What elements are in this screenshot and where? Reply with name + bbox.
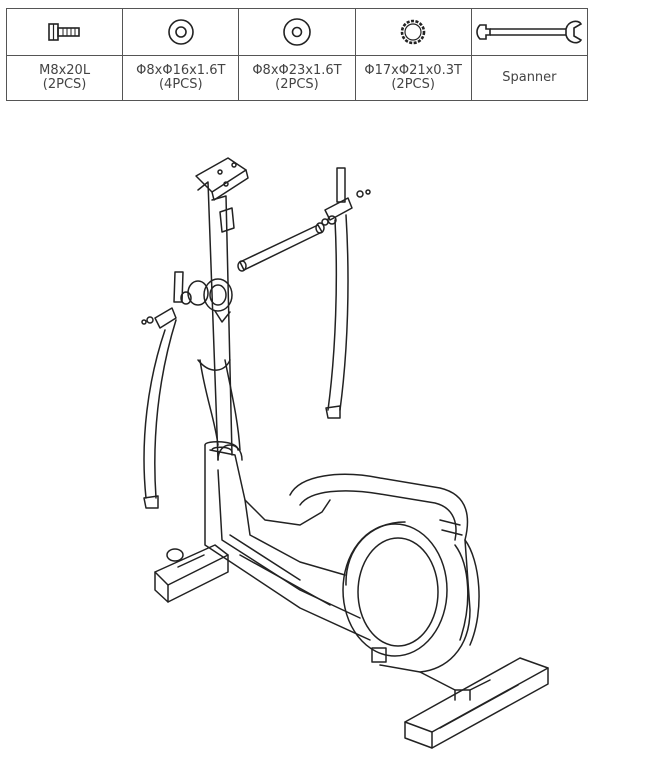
part-cell-bolt xyxy=(5,8,124,56)
flywheel-housing xyxy=(289,473,491,701)
spanner-icon xyxy=(476,20,583,44)
upright-mast xyxy=(197,181,243,461)
large-washer-icon xyxy=(283,18,311,46)
part-quantity: (4PCS) xyxy=(158,77,203,92)
part-cell-large-washer xyxy=(238,8,356,56)
part-cell-wave-washer xyxy=(354,8,472,56)
handlebar-axle xyxy=(180,215,337,323)
part-quantity: (2PCS) xyxy=(42,77,87,92)
right-handlebar xyxy=(324,167,371,419)
part-spec: Spanner xyxy=(502,70,557,85)
bolt-icon xyxy=(47,23,80,41)
part-label-large-washer: Φ8xΦ23x1.6T (2PCS) xyxy=(238,55,356,101)
left-handlebar xyxy=(141,271,184,509)
flat-washer-icon xyxy=(167,19,194,45)
part-label-flat-washer: Φ8xΦ16x1.6T (4PCS) xyxy=(122,55,240,101)
part-label-spanner: Spanner xyxy=(470,55,589,101)
elliptical-trainer-exploded-diagram xyxy=(141,157,549,749)
part-label-bolt: M8x20L (2PCS) xyxy=(5,55,124,101)
wave-washer-icon xyxy=(400,19,426,45)
part-spec: Φ17xΦ21x0.3T xyxy=(364,63,462,78)
part-quantity: (2PCS) xyxy=(275,77,319,92)
console-bracket xyxy=(195,157,249,233)
part-cell-flat-washer xyxy=(122,8,240,56)
hardware-parts-table: M8x20L (2PCS) Φ8xΦ16x1.6T (4PCS) Φ8xΦ23x… xyxy=(5,8,589,101)
part-spec: Φ8xΦ23x1.6T xyxy=(252,63,342,78)
rear-stabilizer xyxy=(404,657,549,749)
parts-label-row: M8x20L (2PCS) Φ8xΦ16x1.6T (4PCS) Φ8xΦ23x… xyxy=(5,55,589,101)
part-spec: Φ8xΦ16x1.6T xyxy=(136,63,226,78)
part-spec: M8x20L xyxy=(39,63,91,78)
part-label-wave-washer: Φ17xΦ21x0.3T (2PCS) xyxy=(354,55,472,101)
part-quantity: (2PCS) xyxy=(391,77,435,92)
part-cell-spanner xyxy=(470,8,589,56)
parts-icon-row xyxy=(5,8,589,56)
